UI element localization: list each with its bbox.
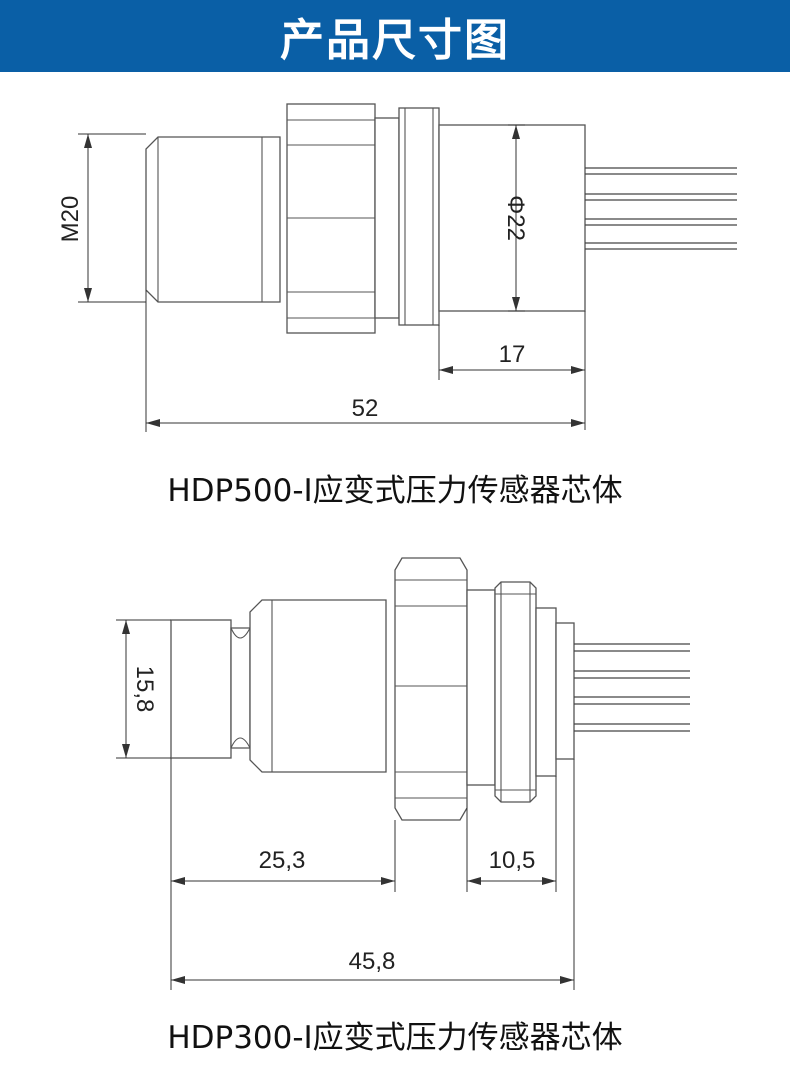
- sensor2-hex-nut: [394, 557, 468, 821]
- sensor1-total-length-dim: 52: [352, 395, 379, 422]
- sensor2-total-length-dim: 45,8: [349, 948, 396, 975]
- sensor1-diameter-dim: Φ22: [502, 195, 529, 241]
- sensor2-front-length-dim: 25,3: [259, 847, 306, 874]
- page-title: 产品尺寸图: [280, 15, 510, 66]
- sensor1-rear-body: [438, 124, 586, 312]
- sensor2-drawing: 15,8 25,3 10,5 45,8: [116, 557, 690, 990]
- sensor1-drawing: M20 Φ22 17 52: [57, 103, 737, 432]
- sensor1-thread-dim: M20: [57, 196, 84, 243]
- sensor2-rear-cap: [555, 622, 575, 760]
- sensor2-diameter-dim: 15,8: [131, 666, 158, 713]
- sensor2-neck: [230, 627, 251, 749]
- sensor1-caption: HDP500-I应变式压力传感器芯体: [167, 473, 623, 509]
- sensor2-rear-length-dim: 10,5: [489, 847, 536, 874]
- sensor2-nose: [170, 619, 232, 759]
- sensor1-rear-length-dim: 17: [499, 341, 526, 368]
- sensor2-rear-body: [535, 607, 557, 777]
- sensor2-wires: [574, 643, 690, 732]
- sensor1-flange: [398, 107, 440, 326]
- header-banner: 产品尺寸图: [0, 0, 790, 72]
- sensor2-cylinder: [249, 599, 387, 773]
- sensor2-caption: HDP300-I应变式压力传感器芯体: [167, 1020, 623, 1056]
- sensor1-wires: [585, 167, 737, 250]
